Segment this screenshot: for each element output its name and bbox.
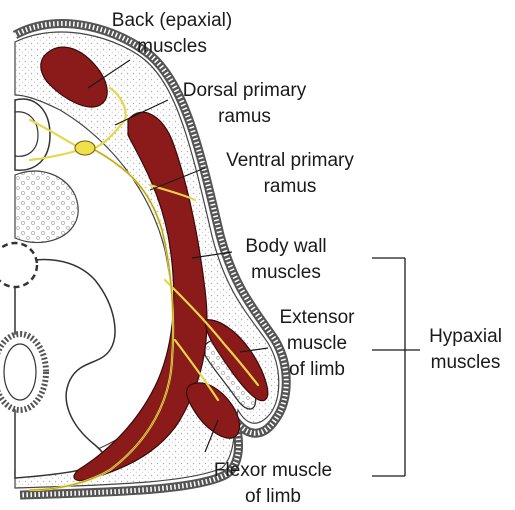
dorsal-root-ganglion bbox=[75, 141, 95, 155]
label-dorsal-ramus: Dorsal primary ramus bbox=[162, 78, 327, 130]
label-back-muscles-line2: muscles bbox=[92, 34, 252, 60]
label-flexor: Flexor muscle of limb bbox=[188, 458, 358, 510]
label-ventral-ramus-line2: ramus bbox=[205, 174, 375, 200]
label-flexor-line2: of limb bbox=[188, 484, 358, 510]
label-body-wall: Body wall muscles bbox=[226, 234, 346, 286]
label-dorsal-ramus-line1: Dorsal primary bbox=[162, 78, 327, 104]
label-body-wall-line1: Body wall bbox=[226, 234, 346, 260]
hypaxial-bracket bbox=[372, 258, 420, 476]
label-body-wall-line2: muscles bbox=[226, 260, 346, 286]
gut-lumen bbox=[4, 344, 36, 400]
label-ventral-ramus-line1: Ventral primary bbox=[205, 148, 375, 174]
label-extensor-line1: Extensor bbox=[262, 305, 372, 331]
label-hypaxial: Hypaxial muscles bbox=[418, 324, 513, 376]
label-flexor-line1: Flexor muscle bbox=[188, 458, 358, 484]
label-back-muscles: Back (epaxial) muscles bbox=[92, 8, 252, 60]
label-extensor: Extensor muscle of limb bbox=[262, 305, 372, 383]
sclerotome bbox=[15, 171, 78, 242]
label-dorsal-ramus-line2: ramus bbox=[162, 104, 327, 130]
label-back-muscles-line1: Back (epaxial) bbox=[92, 8, 252, 34]
label-extensor-line2: muscle bbox=[262, 331, 372, 357]
label-extensor-line3: of limb bbox=[262, 357, 372, 383]
label-hypaxial-line2: muscles bbox=[418, 350, 513, 376]
label-hypaxial-line1: Hypaxial bbox=[418, 324, 513, 350]
label-ventral-ramus: Ventral primary ramus bbox=[205, 148, 375, 200]
